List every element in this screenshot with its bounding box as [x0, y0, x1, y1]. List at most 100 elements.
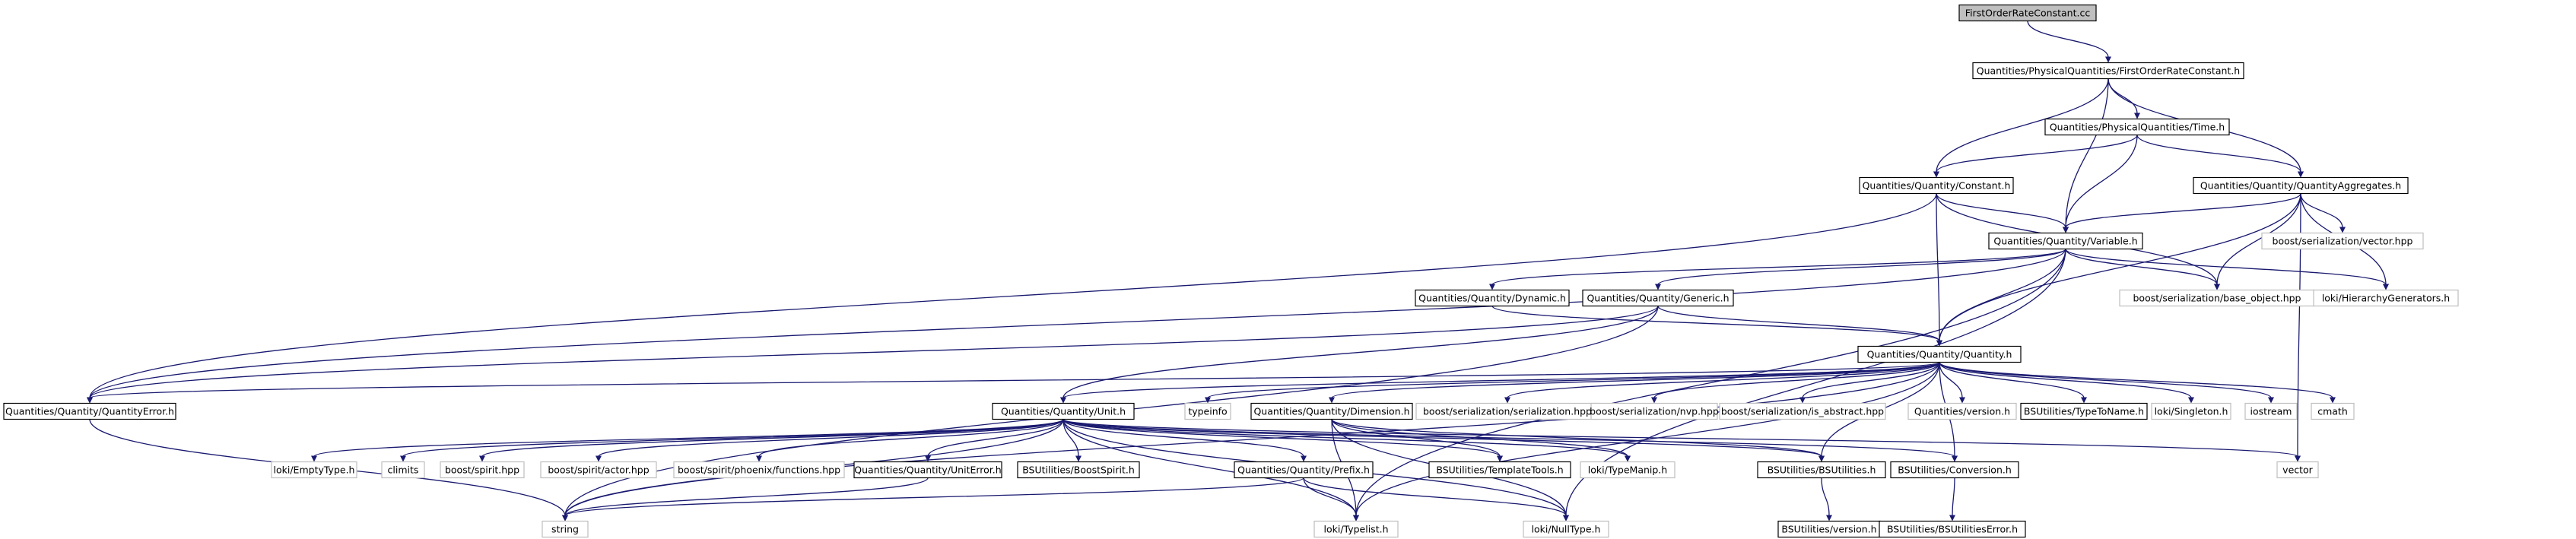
node-quantities-version-h: Quantities/version.h	[1907, 402, 2017, 420]
node-label: boost/spirit/phoenix/functions.hpp	[678, 464, 840, 476]
node-bsutilities-bsutilitieserror-h[interactable]: BSUtilities/BSUtilitiesError.h	[1879, 520, 2026, 538]
node-quantities-quantity-unit-h[interactable]: Quantities/Quantity/Unit.h	[992, 402, 1135, 420]
arrowhead-qty_h-to-ser_hpp	[1504, 397, 1510, 404]
node-typeinfo: typeinfo	[1184, 402, 1231, 420]
arrowhead-var_h-to-dyn_h	[1489, 284, 1495, 290]
node-box	[1958, 4, 2097, 22]
edge-var_h-to-qerr_h	[89, 249, 2066, 398]
node-box	[1859, 176, 2014, 195]
edge-dim_h-to-tmanip_h	[1331, 419, 1628, 458]
node-label: loki/HierarchyGenerators.h	[2322, 293, 2450, 304]
edge-gen_h-to-qerr_h	[89, 306, 1659, 398]
edge-forc_h-to-const_h	[1936, 78, 2109, 173]
node-bsutilities-templatetools-h[interactable]: BSUtilities/TemplateTools.h	[1428, 461, 1571, 479]
edge-qty_h-to-ver_h	[1939, 362, 1963, 398]
edge-var_h-to-gen_h	[1657, 248, 2066, 286]
edge-gen_h-to-qty_h	[1657, 306, 1940, 342]
node-box	[2276, 461, 2319, 479]
node-label: iostream	[2250, 406, 2292, 417]
edge-qty_h-to-cmath	[1939, 361, 2333, 399]
node-label: climits	[388, 464, 419, 476]
arrowhead-qty_h-to-ver_h	[1959, 397, 1965, 404]
node-quantities-quantity-uniterror-h[interactable]: Quantities/Quantity/UnitError.h	[853, 461, 1002, 479]
edge-forc_h-to-var_h	[2065, 78, 2109, 228]
arrowhead-unit_h-to-vector	[2295, 455, 2301, 462]
node-label: boost/serialization/is_abstract.hpp	[1721, 406, 1884, 417]
node-box	[3, 402, 176, 420]
edge-root-to-forc_h	[2027, 21, 2109, 58]
node-label: BSUtilities/BoostSpirit.h	[1022, 464, 1135, 476]
edge-qty_h-to-unit_h	[1062, 361, 1940, 399]
edge-bsu_h-to-bsver_h	[1821, 477, 1830, 516]
node-boost-serialization-vector-hpp: boost/serialization/vector.hpp	[2261, 232, 2424, 250]
node-label: loki/EmptyType.h	[274, 464, 355, 476]
node-quantities-quantity-dynamic-h[interactable]: Quantities/Quantity/Dynamic.h	[1415, 289, 1570, 307]
node-box	[1415, 289, 1570, 307]
node-label: boost/serialization/serialization.hpp	[1423, 406, 1592, 417]
edge-time_h-to-qagg_h	[2136, 135, 2301, 173]
node-label: Quantities/Quantity/Unit.h	[1001, 406, 1126, 417]
edge-var_h-to-hier_h	[2065, 248, 2387, 286]
edge-dim_h-to-ttools_h	[1331, 419, 1501, 457]
node-quantities-physicalquantities-time-h[interactable]: Quantities/PhysicalQuantities/Time.h	[2044, 118, 2230, 136]
arrowhead-time_h-to-const_h	[1933, 171, 1939, 178]
node-climits: climits	[381, 461, 425, 479]
node-bsutilities-bsutilities-h[interactable]: BSUtilities/BSUtilities.h	[1757, 461, 1886, 479]
edge-qty_h-to-typeinfo	[1207, 361, 1940, 399]
node-box	[1907, 402, 2017, 420]
node-label: Quantities/Quantity/Constant.h	[1863, 180, 2011, 192]
node-quantities-quantity-quantityerror-h[interactable]: Quantities/Quantity/QuantityError.h	[3, 402, 176, 420]
node-box	[542, 520, 589, 538]
node-quantities-quantity-quantityaggregates-h[interactable]: Quantities/Quantity/QuantityAggregates.h	[2193, 176, 2409, 195]
node-label: Quantities/Quantity/Dynamic.h	[1418, 293, 1566, 304]
node-bsutilities-boostspirit-h[interactable]: BSUtilities/BoostSpirit.h	[1017, 461, 1140, 479]
node-label: FirstOrderRateConstant.cc	[1965, 8, 2091, 19]
edge-qty_h-to-ser_hpp	[1507, 361, 1940, 399]
arrowhead-unit_h-to-empty_h	[311, 455, 317, 462]
node-box	[1580, 461, 1676, 479]
node-box	[1590, 402, 1718, 420]
arrowhead-var_h-to-gen_h	[1655, 284, 1661, 290]
node-quantities-quantity-dimension-h[interactable]: Quantities/Quantity/Dimension.h	[1250, 402, 1413, 420]
node-label: vector	[2282, 464, 2314, 476]
node-loki-nulltype-h: loki/NullType.h	[1523, 520, 1609, 538]
edge-qty_h-to-iostream	[1939, 361, 2272, 399]
edge-unit_h-to-spirit_hpp	[481, 418, 1064, 458]
node-label: Quantities/version.h	[1914, 406, 2010, 417]
node-box	[1184, 402, 1231, 420]
node-quantities-quantity-constant-h[interactable]: Quantities/Quantity/Constant.h	[1859, 176, 2014, 195]
node-firstorderrateconstant-cc[interactable]: FirstOrderRateConstant.cc	[1958, 4, 2097, 22]
edge-time_h-to-var_h	[2065, 135, 2138, 228]
node-label: Quantities/PhysicalQuantities/Time.h	[2050, 122, 2225, 133]
node-bsutilities-conversion-h[interactable]: BSUtilities/Conversion.h	[1890, 461, 2019, 479]
arrowhead-prefix_h-to-string	[562, 515, 568, 522]
node-box	[1890, 461, 2019, 479]
arrowhead-qty_h-to-typeinfo	[1205, 397, 1211, 404]
node-quantities-physicalquantities-firstorderrateconstant-h[interactable]: Quantities/PhysicalQuantities/FirstOrder…	[1972, 62, 2244, 80]
node-label: Quantities/Quantity/Dimension.h	[1253, 406, 1409, 417]
node-label: Quantities/Quantity/Variable.h	[1993, 236, 2137, 247]
node-quantities-quantity-generic-h[interactable]: Quantities/Quantity/Generic.h	[1582, 289, 1734, 307]
node-box	[2020, 402, 2148, 420]
node-box	[1250, 402, 1413, 420]
edge-qagg_h-to-bobj_hpp	[2216, 193, 2301, 285]
node-bsutilities-version-h[interactable]: BSUtilities/version.h	[1777, 520, 1881, 538]
arrowhead-unit_h-to-bspirit_h	[1075, 455, 1082, 462]
arrowhead-qty_h-to-qerr_h	[87, 397, 93, 404]
node-boost-serialization-base-object-hpp: boost/serialization/base_object.hpp	[2119, 289, 2315, 307]
node-quantities-quantity-variable-h[interactable]: Quantities/Quantity/Variable.h	[1988, 232, 2143, 250]
node-boost-serialization-is-abstract-hpp: boost/serialization/is_abstract.hpp	[1719, 402, 1886, 420]
node-label: Quantities/Quantity/Quantity.h	[1867, 349, 2012, 360]
edge-layer	[87, 21, 2389, 522]
arrowhead-qty_h-to-single_h	[2188, 397, 2194, 404]
edge-const_h-to-qerr_h	[89, 193, 1937, 398]
node-loki-emptytype-h: loki/EmptyType.h	[271, 461, 357, 479]
node-quantities-quantity-quantity-h[interactable]: Quantities/Quantity/Quantity.h	[1857, 345, 2022, 363]
node-box	[1313, 520, 1399, 538]
node-label: Quantities/Quantity/QuantityAggregates.h	[2200, 180, 2401, 192]
arrowhead-var_h-to-hier_h	[2383, 284, 2389, 290]
node-quantities-quantity-prefix-h[interactable]: Quantities/Quantity/Prefix.h	[1234, 461, 1374, 479]
edge-qagg_h-to-vec_hpp	[2300, 193, 2343, 228]
node-loki-typelist-h: loki/Typelist.h	[1313, 520, 1399, 538]
node-bsutilities-typetoname-h[interactable]: BSUtilities/TypeToName.h	[2020, 402, 2148, 420]
